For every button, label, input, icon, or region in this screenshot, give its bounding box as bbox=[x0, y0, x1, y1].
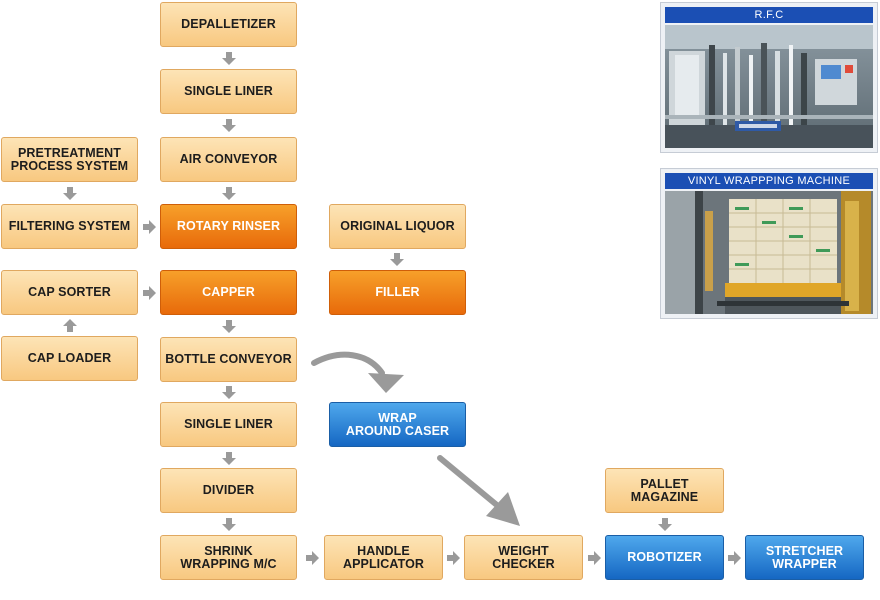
rfc-machine-photo bbox=[665, 25, 873, 148]
curved-arrow-icon bbox=[311, 351, 404, 393]
vinyl-wrapping-photo-title: VINYL WRAPPPING MACHINE bbox=[665, 173, 873, 189]
single-liner-box-2: SINGLE LINER bbox=[160, 402, 297, 447]
arrow-down-icon bbox=[390, 253, 404, 266]
handle-applicator-box: HANDLE APPLICATOR bbox=[324, 535, 443, 580]
arrow-right-icon bbox=[447, 551, 460, 565]
arrow-down-icon bbox=[222, 386, 236, 399]
arrow-right-icon bbox=[588, 551, 601, 565]
arrow-right-icon bbox=[306, 551, 319, 565]
pretreatment-box: PRETREATMENT PROCESS SYSTEM bbox=[1, 137, 138, 182]
robotizer-box: ROBOTIZER bbox=[605, 535, 724, 580]
rotary-rinser-box: ROTARY RINSER bbox=[160, 204, 297, 249]
arrow-right-icon bbox=[143, 220, 156, 234]
depalletizer-box: DEPALLETIZER bbox=[160, 2, 297, 47]
arrow-down-icon bbox=[63, 187, 77, 200]
arrow-down-icon bbox=[222, 187, 236, 200]
shrink-wrapping-box: SHRINK WRAPPING M/C bbox=[160, 535, 297, 580]
arrow-down-icon bbox=[222, 119, 236, 132]
cap-sorter-box: CAP SORTER bbox=[1, 270, 138, 315]
cap-loader-box: CAP LOADER bbox=[1, 336, 138, 381]
stretcher-wrapper-box: STRETCHER WRAPPER bbox=[745, 535, 864, 580]
bottle-conveyor-box: BOTTLE CONVEYOR bbox=[160, 337, 297, 382]
rfc-photo-panel: R.F.C bbox=[660, 2, 878, 153]
arrow-down-icon bbox=[222, 320, 236, 333]
arrow-down-icon bbox=[222, 518, 236, 531]
arrow-right-icon bbox=[143, 286, 156, 300]
diagonal-arrow-icon bbox=[437, 455, 520, 526]
air-conveyor-box: AIR CONVEYOR bbox=[160, 137, 297, 182]
arrow-up-icon bbox=[63, 319, 77, 332]
arrow-down-icon bbox=[658, 518, 672, 531]
filler-box: FILLER bbox=[329, 270, 466, 315]
weight-checker-box: WEIGHT CHECKER bbox=[464, 535, 583, 580]
filtering-system-box: FILTERING SYSTEM bbox=[1, 204, 138, 249]
vinyl-wrapping-photo-panel: VINYL WRAPPPING MACHINE bbox=[660, 168, 878, 319]
single-liner-box-1: SINGLE LINER bbox=[160, 69, 297, 114]
capper-box: CAPPER bbox=[160, 270, 297, 315]
original-liquor-box: ORIGINAL LIQUOR bbox=[329, 204, 466, 249]
pallet-magazine-box: PALLET MAGAZINE bbox=[605, 468, 724, 513]
arrow-right-icon bbox=[728, 551, 741, 565]
wrap-around-caser-box: WRAP AROUND CASER bbox=[329, 402, 466, 447]
rfc-photo-title: R.F.C bbox=[665, 7, 873, 23]
vinyl-wrapping-machine-photo bbox=[665, 191, 873, 314]
arrow-down-icon bbox=[222, 452, 236, 465]
divider-box: DIVIDER bbox=[160, 468, 297, 513]
arrow-down-icon bbox=[222, 52, 236, 65]
